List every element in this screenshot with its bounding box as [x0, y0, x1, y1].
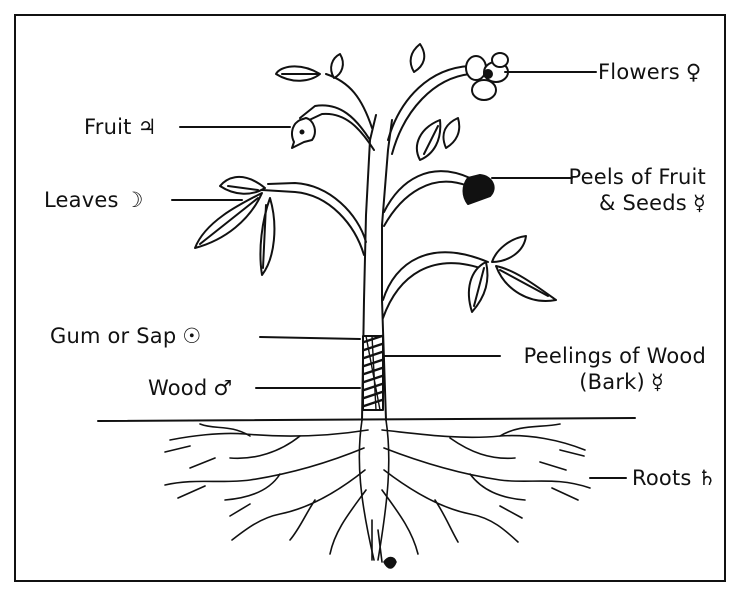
flower	[466, 53, 508, 100]
mars-symbol-icon: ♂	[213, 376, 232, 400]
venus-symbol-icon: ♀	[686, 60, 702, 84]
label-peels: Peels of Fruit & Seeds☿	[556, 164, 706, 216]
mercury-symbol-icon: ☿	[693, 191, 706, 215]
bark-section	[363, 336, 383, 410]
label-fruit-text: Fruit	[84, 115, 132, 139]
jupiter-symbol-icon: ♃	[138, 115, 157, 139]
label-wood-text: Wood	[148, 376, 207, 400]
label-leaves-text: Leaves	[44, 188, 119, 212]
label-leaves: Leaves☽	[44, 187, 144, 213]
label-flowers: Flowers♀	[598, 59, 701, 85]
label-roots-text: Roots	[632, 466, 692, 490]
branches	[262, 66, 488, 318]
mercury-symbol-icon-2: ☿	[651, 370, 664, 394]
sun-symbol-icon: ☉	[182, 324, 201, 348]
label-gum-text: Gum or Sap	[50, 324, 176, 348]
moon-symbol-icon: ☽	[125, 188, 144, 212]
label-fruit: Fruit♃	[84, 114, 157, 140]
seed-pod	[464, 175, 494, 204]
fruit-bell	[292, 118, 315, 148]
label-wood: Wood♂	[148, 375, 232, 401]
label-peelings-line1: Peelings of Wood	[488, 343, 706, 369]
label-peels-line1: Peels of Fruit	[556, 164, 706, 190]
label-roots: Roots♄	[632, 465, 717, 491]
label-peelings: Peelings of Wood (Bark)☿	[488, 343, 706, 395]
label-gum: Gum or Sap☉	[50, 323, 201, 349]
label-peels-line2: & Seeds	[599, 191, 687, 215]
roots	[165, 420, 590, 568]
label-peelings-line2: (Bark)	[579, 370, 645, 394]
saturn-symbol-icon: ♄	[698, 466, 717, 490]
label-flowers-text: Flowers	[598, 60, 680, 84]
ground-line	[98, 418, 635, 421]
